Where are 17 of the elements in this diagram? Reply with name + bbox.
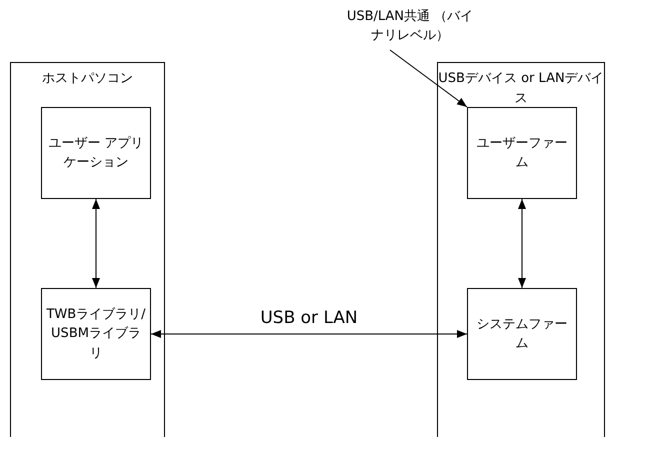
box-label: ユーザー アプリケーション xyxy=(47,134,145,172)
process-box xyxy=(41,107,151,199)
container-title: USBデバイス or LANデバイス xyxy=(438,70,604,108)
process-box xyxy=(467,288,577,380)
box-label: ユーザーファーム xyxy=(476,134,568,172)
container-title: ホストパソコン xyxy=(42,70,133,88)
callout-text: USB/LAN共通 （バイナリレベル） xyxy=(346,8,474,45)
double-arrow xyxy=(518,198,526,288)
box-label: システムファーム xyxy=(476,316,568,353)
leader-line xyxy=(390,50,468,108)
box-label: TWBライブラリ/ USBMライブラリ xyxy=(46,306,146,363)
double-arrow xyxy=(150,330,468,338)
container-box xyxy=(10,62,165,437)
container-box xyxy=(437,62,605,437)
process-box xyxy=(41,288,151,380)
process-box xyxy=(467,107,577,199)
double-arrow xyxy=(92,198,100,288)
